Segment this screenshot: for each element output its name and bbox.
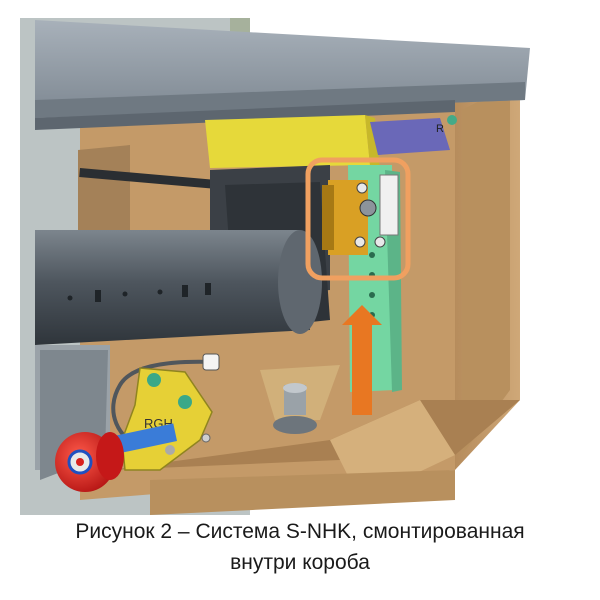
yellow-bracket-side: [365, 115, 380, 170]
adapter-screw-3: [354, 236, 366, 248]
drive-rod: [79, 168, 230, 191]
figure-caption: Рисунок 2 – Система S-NHK, смонтированна…: [0, 516, 600, 578]
stand-post: [284, 385, 306, 415]
tube-slot-1: [95, 290, 101, 302]
rgh-bolt-1: [147, 373, 161, 387]
highlight-frame: [305, 157, 411, 281]
adapter-bolt: [359, 199, 377, 217]
cad-drawing: R: [20, 18, 530, 515]
stand-top: [283, 383, 307, 393]
tube-slot-3: [205, 283, 211, 295]
cable-clip: [202, 353, 220, 371]
adapter-block: [379, 174, 399, 236]
top-frame-lip: [35, 100, 455, 130]
tube-hole-1: [67, 295, 73, 301]
box-screw: [201, 433, 211, 443]
purple-mount: [370, 118, 450, 155]
yellow-bracket: [205, 115, 370, 168]
adapter-screw-1: [356, 182, 368, 194]
rgh-bolt-3: [165, 445, 175, 455]
figure-illustration: R: [20, 18, 530, 515]
plate-hole-1: [369, 252, 375, 258]
tube-hole-3: [157, 289, 163, 295]
stand-base: [273, 416, 317, 434]
tube-hole-2: [122, 291, 128, 297]
rgh-bolt-2: [178, 395, 192, 409]
side-label-r: R: [436, 123, 444, 135]
mount-screw: [447, 115, 457, 125]
red-roller-rim: [96, 432, 124, 480]
box-right-inner: [462, 85, 510, 455]
adapter-screw-2: [374, 236, 386, 248]
box-bottom: [150, 470, 455, 515]
caption-line-2: внутри короба: [230, 551, 370, 574]
roller-hub-center: [76, 458, 84, 466]
tube-slot-2: [182, 285, 188, 297]
up-arrow: [342, 305, 382, 415]
tube-end: [278, 230, 322, 334]
caption-line-1: Рисунок 2 – Система S-NHK, смонтированна…: [75, 520, 525, 543]
roller-tube: [35, 230, 310, 345]
gold-adapter-side: [322, 185, 334, 250]
top-frame-edge: [35, 82, 525, 118]
plate-hole-3: [369, 292, 375, 298]
